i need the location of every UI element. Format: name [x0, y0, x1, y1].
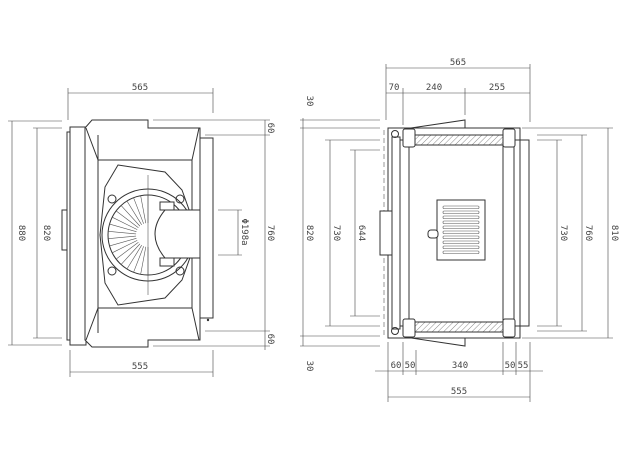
- side-seg-bottom-2: 340: [452, 361, 468, 371]
- side-right-b-label: 760: [583, 225, 593, 241]
- impeller-blade: [126, 200, 142, 225]
- side-view: 565 70 240 255 820 30 30 730 644 730 760…: [300, 58, 619, 402]
- impeller-blade: [115, 210, 139, 229]
- fan-impeller: [99, 164, 195, 306]
- front-view: 565 555 880 820 760 60 60 Φ198a: [8, 83, 275, 377]
- cooling-fin: [442, 205, 480, 209]
- motor-nameplate: [427, 199, 486, 261]
- side-seg-bottom-3: 50: [505, 361, 516, 371]
- impeller-blade: [108, 235, 137, 239]
- impeller-blade: [126, 245, 142, 270]
- side-seg-top-1: 240: [426, 83, 442, 93]
- cooling-fin: [442, 215, 480, 219]
- cooling-fin: [442, 240, 480, 244]
- impeller-blade: [108, 231, 137, 235]
- side-width-top-label: 565: [450, 58, 466, 68]
- cooling-fin: [442, 250, 480, 254]
- impeller-blade: [109, 237, 137, 247]
- impeller-blade: [120, 205, 141, 227]
- front-offset-top-label: 60: [265, 123, 275, 134]
- front-width-bottom-label: 555: [132, 362, 148, 372]
- front-height-inner-label: 820: [41, 225, 51, 241]
- side-seg-bottom-1: 50: [405, 361, 416, 371]
- front-offset-bottom-label: 60: [265, 334, 275, 345]
- impeller-blade: [133, 197, 144, 224]
- side-inner-left-a-label: 730: [331, 225, 341, 241]
- impeller-blade: [140, 246, 147, 275]
- cooling-fin: [442, 220, 480, 224]
- side-right-a-label: 730: [558, 225, 568, 241]
- cooling-fin: [442, 230, 480, 234]
- outlet-diameter-label: Φ198a: [239, 218, 249, 245]
- side-dimensions: [300, 64, 613, 402]
- motor: [154, 201, 201, 267]
- impeller-blade: [112, 240, 138, 254]
- impeller-blade: [140, 195, 147, 224]
- side-seg-bottom-0: 60: [391, 361, 402, 371]
- impeller-blade: [112, 216, 138, 230]
- side-seg-bottom-4: 55: [518, 361, 529, 371]
- side-seg-top-2: 255: [489, 83, 505, 93]
- side-height-left-label: 820: [304, 225, 314, 241]
- front-dimensions: [8, 88, 270, 377]
- impeller-blade: [133, 246, 144, 273]
- side-right-c-label: 810: [609, 225, 619, 241]
- impeller-blade: [109, 223, 137, 233]
- impeller-blade: [115, 241, 139, 260]
- side-offset-bottom-label: 30: [304, 361, 314, 372]
- side-width-bottom-label: 555: [451, 387, 467, 397]
- front-height-outer-label: 880: [16, 225, 26, 241]
- cooling-fin: [442, 225, 480, 229]
- side-seg-top-0: 70: [389, 83, 400, 93]
- impeller-blade: [120, 243, 141, 265]
- cooling-fin: [442, 235, 480, 239]
- front-width-top-label: 565: [132, 83, 148, 93]
- cooling-fin: [442, 245, 480, 249]
- side-offset-top-label: 30: [304, 96, 314, 107]
- side-inner-left-b-label: 644: [356, 225, 366, 241]
- cooling-fin: [442, 210, 480, 214]
- front-height-right-label: 760: [265, 225, 275, 241]
